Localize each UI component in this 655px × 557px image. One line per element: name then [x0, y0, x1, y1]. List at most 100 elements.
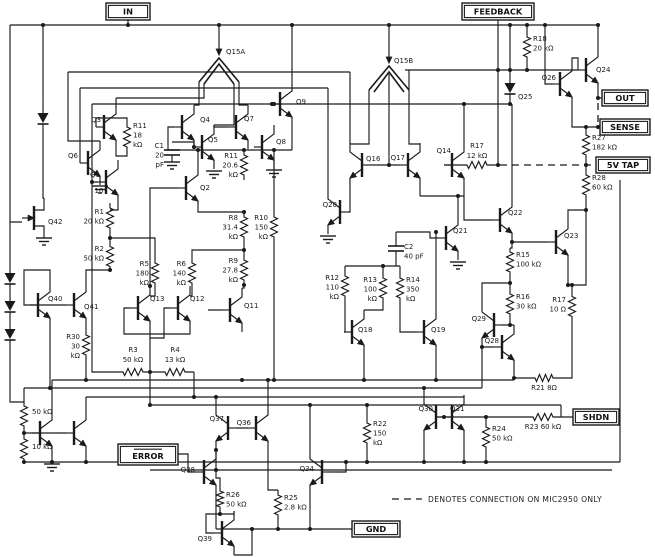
- label-C2: C2: [404, 243, 413, 251]
- label-R6: R6: [177, 260, 187, 268]
- label-R15: 100 kΩ: [516, 261, 542, 269]
- dual-pnp-Q15A: Q15A: [198, 48, 245, 85]
- label-C1: C1: [155, 142, 164, 150]
- transistor-Q9: Q9: [272, 82, 306, 126]
- label-Q41: Q41: [84, 303, 98, 311]
- label-Q5: Q5: [208, 136, 218, 144]
- transistor-Q26: Q26: [542, 62, 573, 106]
- label-R17: R17: [470, 142, 484, 150]
- label-R14: 350: [406, 286, 419, 294]
- label-R25: R25: [284, 494, 298, 502]
- label-R3: R3: [128, 346, 137, 354]
- label-R16: R16: [516, 293, 530, 301]
- label-Q15A: Q15A: [226, 48, 245, 56]
- label-R5: R5: [140, 260, 149, 268]
- label-Q39: Q39: [198, 535, 212, 543]
- label-R13: kΩ: [368, 295, 378, 303]
- label-R5: kΩ: [140, 279, 150, 287]
- label-R10: 150: [255, 224, 268, 232]
- label-R11: R11: [133, 122, 147, 130]
- label-R9: kΩ: [229, 276, 239, 284]
- dashed-connection: [392, 103, 599, 500]
- ground-symbol: [320, 235, 336, 244]
- label-R11: 20.6: [222, 162, 238, 170]
- label-Q31: Q31: [450, 405, 464, 413]
- label-Q18: Q18: [358, 326, 372, 334]
- label-R26: 50 kΩ: [226, 501, 247, 509]
- port-label-gnd: GND: [366, 524, 387, 534]
- label-Q23: Q23: [564, 232, 578, 240]
- transistor-Q20: Q20: [323, 190, 348, 234]
- transistor-Q4: Q4: [174, 105, 211, 149]
- label-R28: 60 kΩ: [592, 184, 613, 192]
- diode-d: [4, 272, 16, 286]
- port-feedback: FEEDBACK: [461, 2, 535, 21]
- label-R22: R22: [373, 420, 387, 428]
- label-R10: R10: [254, 214, 268, 222]
- resistor-R3: R3 50 kΩ: [116, 346, 150, 377]
- label-R11: kΩ: [229, 171, 239, 179]
- label-R30: R30: [66, 333, 80, 341]
- label-R2: 50 kΩ: [83, 255, 104, 263]
- label-C1: 20: [155, 152, 164, 160]
- transistor-Q30: Q30: [419, 395, 444, 439]
- label-R1: R1: [95, 208, 104, 216]
- label-Q9: Q9: [296, 98, 306, 106]
- label-R2: R2: [95, 245, 104, 253]
- label-Q42: Q42: [48, 218, 62, 226]
- note-text: DENOTES CONNECTION ON MIC2950 ONLY: [428, 495, 602, 504]
- label-R1: 20 kΩ: [83, 218, 104, 226]
- transistor-Q8: Q8: [254, 125, 286, 169]
- label-Q2: Q2: [200, 184, 210, 192]
- transistor-Q16: Q16: [349, 143, 381, 187]
- label-R14: R14: [406, 276, 420, 284]
- label-Q36: Q36: [237, 419, 252, 427]
- label-R21: R21 8Ω: [531, 384, 557, 392]
- transistor-Q23: Q23: [548, 220, 578, 264]
- label-R9: R9: [229, 257, 238, 265]
- label-Q20: Q20: [323, 201, 337, 209]
- label-R13: 100: [364, 286, 377, 294]
- ground-symbol: [92, 185, 108, 194]
- port-5v-tap: 5V TAP: [595, 156, 651, 174]
- transistor-Q12: Q12: [170, 286, 204, 330]
- label-R27: 182 kΩ: [592, 144, 618, 152]
- label-50: 50 kΩ: [123, 356, 144, 364]
- label-Q21: Q21: [453, 227, 467, 235]
- junction-dots: [22, 23, 600, 531]
- label-R6: 140: [173, 270, 186, 278]
- resistor-R21: R21 8Ω: [531, 373, 558, 392]
- label-Q6: Q6: [68, 152, 79, 160]
- label-R28: R28: [592, 174, 606, 182]
- label-Q11: Q11: [244, 302, 258, 310]
- transistor-Q38: Q38: [181, 450, 217, 494]
- label-R23: R23 60 kΩ: [525, 423, 562, 431]
- dual-pnp-Q15B: Q15B: [368, 56, 413, 93]
- transistor-Q17: Q17: [391, 143, 421, 187]
- label-10 kΩ: 10 kΩ: [32, 443, 53, 451]
- label-R8: R8: [229, 214, 238, 222]
- transistor-Q37: Q37: [210, 406, 236, 450]
- label-Q28: Q28: [485, 337, 499, 345]
- label-R30: kΩ: [71, 352, 81, 360]
- diode-d: [37, 112, 49, 126]
- resistor-R23: R23 60 kΩ: [525, 412, 562, 431]
- label-R12: kΩ: [330, 293, 340, 301]
- port-label-5v-tap: 5V TAP: [607, 160, 639, 170]
- ground-symbol: [450, 261, 466, 270]
